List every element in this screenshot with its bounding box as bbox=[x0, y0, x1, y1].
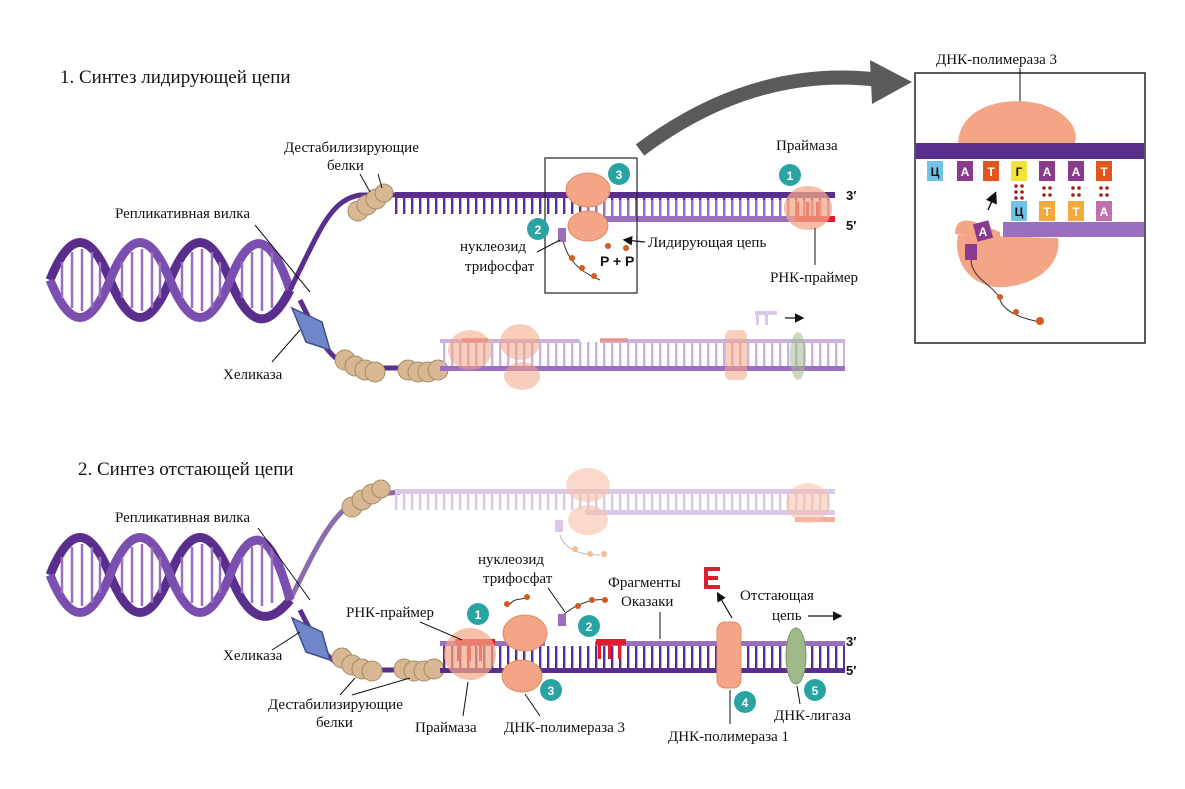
end-5-label-1: 5′ bbox=[846, 218, 856, 233]
label-destab-1b: белки bbox=[327, 158, 364, 174]
svg-text:Т: Т bbox=[1072, 205, 1080, 219]
nucleotide-chain-1 bbox=[558, 228, 629, 281]
faded-primers-1 bbox=[462, 311, 777, 342]
inset-new-strand bbox=[1003, 222, 1144, 237]
label-lagging-a: Отстающая bbox=[740, 588, 814, 604]
svg-text:2: 2 bbox=[586, 620, 593, 634]
label-helicase-1: Хеликаза bbox=[223, 367, 283, 383]
svg-text:А: А bbox=[1100, 205, 1109, 219]
svg-text:А: А bbox=[979, 225, 988, 239]
inset-polymerase bbox=[955, 101, 1076, 288]
svg-text:Ц: Ц bbox=[1015, 205, 1024, 219]
double-helix-2 bbox=[45, 533, 295, 621]
inset-top-bases: Ц А Т Г А А Т bbox=[927, 161, 1112, 181]
label-rna-primer-2: РНК-праймер bbox=[346, 605, 434, 621]
label-helicase-2: Хеликаза bbox=[223, 648, 283, 664]
svg-text:Т: Т bbox=[987, 165, 995, 179]
inset-template-strand bbox=[916, 143, 1144, 159]
polymerase1 bbox=[716, 621, 742, 689]
leading-strand-new bbox=[585, 216, 835, 222]
section1-title: 1. Синтез лидирующей цепи bbox=[60, 67, 291, 88]
label-primase-2: Праймаза bbox=[415, 720, 477, 736]
svg-text:3: 3 bbox=[548, 684, 555, 698]
primase-1 bbox=[784, 186, 832, 230]
step-badge-1-3: 3 bbox=[608, 163, 630, 185]
lagging-template-2 bbox=[440, 668, 845, 673]
nucleotide-chain-2 bbox=[504, 594, 608, 626]
lagging-template-1 bbox=[440, 366, 845, 371]
label-lagging-b: цепь bbox=[772, 608, 802, 624]
inset-incoming-nucleotide bbox=[965, 244, 1044, 325]
zoom-arrow-head bbox=[870, 60, 912, 104]
label-fork-1: Репликативная вилка bbox=[115, 206, 250, 222]
label-okazaki-a: Фрагменты bbox=[608, 575, 681, 591]
inset-bottom-bases: А Ц Т Т А bbox=[972, 201, 1112, 242]
label-rna-primer-1: РНК-праймер bbox=[770, 270, 858, 286]
template-strand-top-1 bbox=[395, 192, 835, 198]
polymerase3-lagging bbox=[501, 614, 548, 693]
label-destab-2b: белки bbox=[316, 715, 353, 731]
step-badge-2-1: 1 bbox=[467, 603, 489, 625]
end-3-label-2: 3′ bbox=[846, 634, 856, 649]
label-destab-2a: Дестабилизирующие bbox=[268, 697, 403, 713]
svg-text:А: А bbox=[1072, 165, 1081, 179]
okazaki-fragment-icon bbox=[704, 567, 720, 589]
svg-text:Т: Т bbox=[1043, 205, 1051, 219]
rna-primer-3 bbox=[596, 639, 626, 659]
svg-text:4: 4 bbox=[742, 696, 749, 710]
label-leading-strand: Лидирующая цепь bbox=[648, 235, 766, 251]
label-nucleoside-1b: трифосфат bbox=[465, 259, 535, 275]
end-3-label-1: 3′ bbox=[846, 188, 856, 203]
svg-text:А: А bbox=[961, 165, 970, 179]
destabilizing-proteins-bottom-2 bbox=[331, 647, 445, 682]
leading-rungs bbox=[585, 200, 835, 216]
label-nucleoside-1a: нуклеозид bbox=[460, 239, 526, 255]
step-badge-2-3: 3 bbox=[540, 679, 562, 701]
polymerase3-leading bbox=[565, 172, 611, 242]
label-primase-1: Праймаза bbox=[776, 138, 838, 154]
helicase-shape-1 bbox=[290, 306, 332, 352]
svg-text:1: 1 bbox=[787, 169, 794, 183]
label-pol1: ДНК-полимераза 1 bbox=[668, 729, 789, 745]
dna-ligase bbox=[785, 627, 807, 685]
fork-upper-strand-1 bbox=[287, 192, 395, 292]
step-badge-2-4: 4 bbox=[734, 691, 756, 713]
destabilizing-proteins-top-2 bbox=[341, 479, 391, 518]
destabilizing-proteins-bottom-1 bbox=[334, 349, 449, 383]
step-badge-2-5: 5 bbox=[804, 679, 826, 701]
inset-h-bonds bbox=[1014, 184, 1109, 200]
svg-text:Т: Т bbox=[1100, 165, 1108, 179]
svg-text:Ц: Ц bbox=[931, 165, 940, 179]
label-okazaki-b: Оказаки bbox=[621, 594, 673, 610]
primase-2 bbox=[444, 628, 496, 680]
label-ligase: ДНК-лигаза bbox=[774, 708, 851, 724]
double-helix-1 bbox=[45, 238, 295, 324]
step-badge-2-2: 2 bbox=[578, 615, 600, 637]
inset-title: ДНК-полимераза 3 bbox=[936, 52, 1057, 68]
svg-text:5: 5 bbox=[812, 684, 819, 698]
end-5-label-2: 5′ bbox=[846, 663, 856, 678]
svg-text:Г: Г bbox=[1016, 165, 1023, 179]
label-destab-1a: Дестабилизирующие bbox=[284, 140, 419, 156]
destabilizing-proteins-top-1 bbox=[347, 183, 394, 222]
section2-title: 2. Синтез отстающей цепи bbox=[78, 459, 294, 480]
svg-text:А: А bbox=[1043, 165, 1052, 179]
svg-text:2: 2 bbox=[535, 223, 542, 237]
svg-text:3: 3 bbox=[616, 168, 623, 182]
label-fork-2: Репликативная вилка bbox=[115, 510, 250, 526]
pp-label: P + P bbox=[600, 253, 634, 269]
lagging-rungs-2 bbox=[440, 646, 845, 668]
step-badge-1-2: 2 bbox=[527, 218, 549, 240]
step-badge-1-1: 1 bbox=[779, 164, 801, 186]
zoom-arrow bbox=[635, 70, 881, 156]
label-nucleoside-2a: нуклеозид bbox=[478, 552, 544, 568]
svg-text:1: 1 bbox=[475, 608, 482, 622]
label-nucleoside-2b: трифосфат bbox=[483, 571, 553, 587]
helicase-shape-2 bbox=[290, 616, 332, 662]
label-pol3: ДНК-полимераза 3 bbox=[504, 720, 625, 736]
